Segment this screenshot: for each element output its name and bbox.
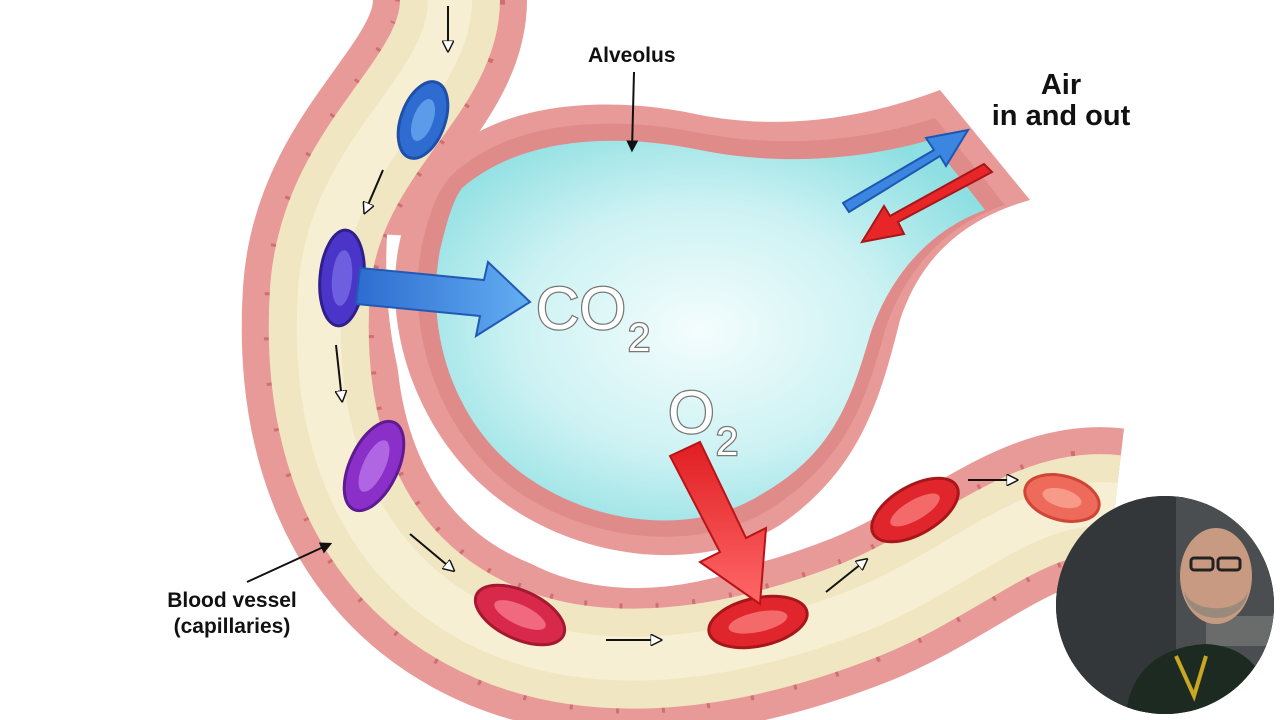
arrow-out-icon	[841, 128, 971, 214]
red-blood-cells	[318, 80, 1101, 650]
flow-arrows	[336, 6, 1016, 640]
blood-vessel	[241, 0, 1124, 720]
co2-subscript: 2	[627, 315, 652, 362]
small-flow-arrow-icon	[336, 344, 342, 400]
presenter-beard	[1184, 591, 1248, 619]
alveolus	[394, 90, 1030, 556]
blood-cell-deoxygenated-1	[396, 80, 450, 160]
vessel-label-line2: (capillaries)	[173, 615, 291, 638]
arrow-in-icon	[859, 162, 994, 244]
co2-label: CO	[535, 274, 628, 344]
alveolus-pointer	[626, 71, 639, 153]
air-label-line2: in and out	[991, 100, 1131, 132]
blood-cell-oxygenated-4	[1023, 473, 1101, 523]
blood-cell-transitional	[342, 419, 406, 513]
small-flow-arrow-icon	[365, 169, 384, 212]
blood-cell-deoxygenated-2	[318, 228, 366, 328]
blood-cell-oxygenated-3	[870, 476, 960, 544]
blood-cell-oxygenated-2	[707, 594, 809, 650]
blood-vessel-label: Blood vessel (capillaries)	[152, 588, 312, 640]
o2-label: O	[667, 378, 716, 448]
air-label-line1: Air	[1040, 69, 1082, 101]
arrow-right-icon	[354, 260, 532, 339]
presenter-head	[1180, 528, 1252, 624]
air-in-out-label: Air in and out	[986, 70, 1136, 132]
vessel-label-line1: Blood vessel	[167, 589, 297, 612]
glasses-icon	[1189, 556, 1215, 572]
alveolus-label: Alveolus	[588, 44, 676, 67]
glasses-lens	[1216, 556, 1242, 572]
o2-subscript: 2	[715, 419, 740, 466]
arrow-down-icon	[668, 440, 768, 606]
small-flow-arrow-icon	[825, 560, 866, 593]
blood-cell-oxygenated-1	[473, 583, 567, 647]
presenter-webcam	[1056, 496, 1274, 714]
small-flow-arrow-icon	[409, 533, 453, 570]
vessel-pointer	[246, 542, 333, 583]
presenter-collar	[1174, 655, 1208, 702]
